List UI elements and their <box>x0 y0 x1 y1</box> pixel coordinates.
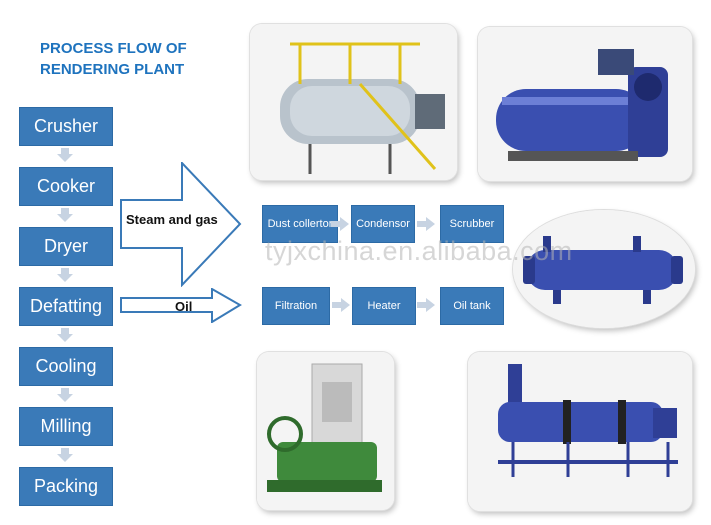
step-milling: Milling <box>19 407 113 446</box>
right-arrow-icon <box>332 298 350 312</box>
step-packing: Packing <box>19 467 113 506</box>
down-arrow-icon <box>57 448 73 462</box>
stage-heater: Heater <box>352 287 416 325</box>
down-arrow-icon <box>57 268 73 282</box>
right-arrow-icon <box>417 217 435 231</box>
title-line-1: PROCESS FLOW OF <box>40 40 187 57</box>
dryer-machine-image <box>478 27 692 181</box>
stage-dust-collector: Dust collertor <box>262 205 338 243</box>
step-defatting: Defatting <box>19 287 113 326</box>
down-arrow-icon <box>57 328 73 342</box>
cooker-machine-image <box>250 24 457 180</box>
right-arrow-icon <box>331 217 349 231</box>
down-arrow-icon <box>57 148 73 162</box>
down-arrow-icon <box>57 208 73 222</box>
stage-condensor: Condensor <box>351 205 415 243</box>
steam-gas-label: Steam and gas <box>126 212 218 227</box>
rotary-drum-machine-image <box>468 352 692 511</box>
oil-press-machine-image <box>257 352 394 510</box>
steam-gas-arrow-icon <box>120 162 242 287</box>
step-cooker: Cooker <box>19 167 113 206</box>
diagram-title: PROCESS FLOW OF RENDERING PLANT <box>40 38 240 80</box>
step-crusher: Crusher <box>19 107 113 146</box>
stage-oil-tank: Oil tank <box>440 287 504 325</box>
watermark: tyjxchina.en.alibaba.com <box>265 236 573 266</box>
down-arrow-icon <box>57 388 73 402</box>
stage-filtration: Filtration <box>262 287 330 325</box>
step-dryer: Dryer <box>19 227 113 266</box>
condenser-machine-image <box>513 210 695 328</box>
right-arrow-icon <box>417 298 435 312</box>
step-cooling: Cooling <box>19 347 113 386</box>
oil-label: Oil <box>175 299 193 314</box>
stage-scrubber: Scrubber <box>440 205 504 243</box>
title-line-2: RENDERING PLANT <box>40 61 185 78</box>
oil-arrow-icon <box>120 288 242 323</box>
